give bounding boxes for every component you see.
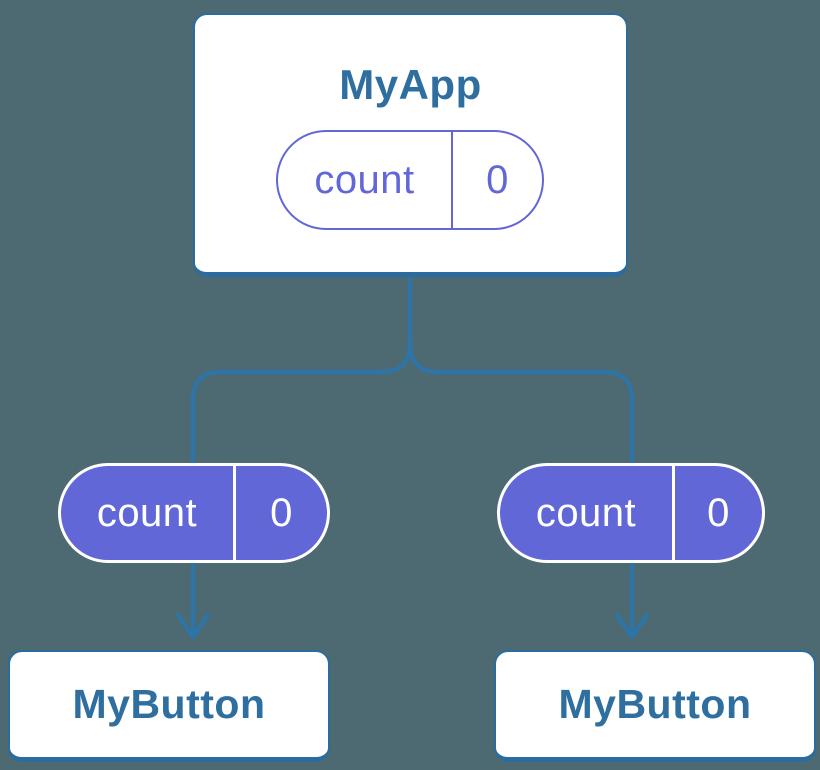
right-child-component-title: MyButton — [558, 681, 752, 727]
left-prop-name: count — [96, 490, 198, 535]
left-child-component-node: MyButton — [8, 650, 330, 762]
left-prop-value: 0 — [233, 466, 327, 560]
left-prop-pill: count 0 — [58, 463, 330, 563]
left-child-component-title: MyButton — [72, 681, 266, 727]
left-arrowhead-icon — [175, 612, 211, 640]
right-prop-pill: count 0 — [497, 463, 765, 563]
root-state-pill: count 0 — [276, 130, 544, 230]
right-child-component-node: MyButton — [494, 650, 816, 762]
branch-left-connector — [190, 342, 413, 465]
right-arrowhead-icon — [614, 612, 650, 640]
right-prop-name: count — [535, 490, 637, 535]
root-state-name: count — [314, 157, 415, 202]
root-component-title: MyApp — [339, 61, 482, 108]
branch-right-connector — [407, 342, 635, 465]
right-prop-value: 0 — [672, 466, 762, 560]
root-state-value: 0 — [451, 132, 542, 228]
